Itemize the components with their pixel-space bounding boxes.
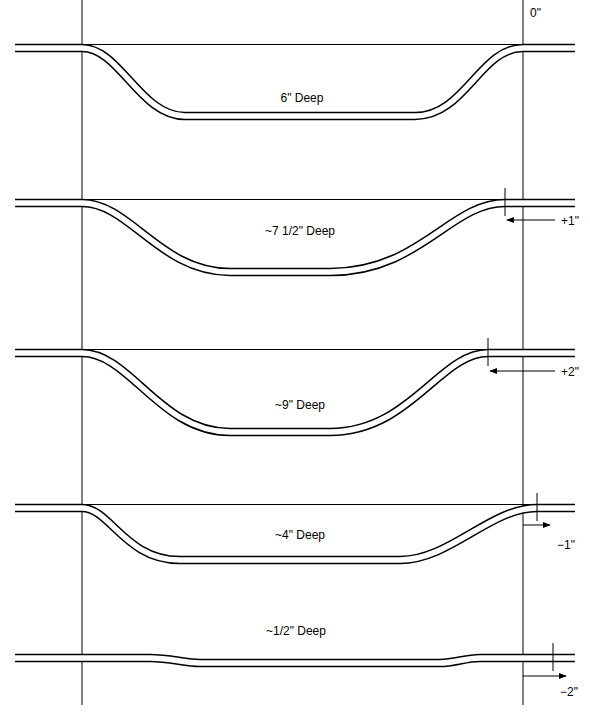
depth-label: 6" Deep (279, 91, 326, 105)
level-line (82, 44, 523, 45)
depth-label: ~1/2" Deep (264, 624, 328, 638)
tick-mark (505, 188, 506, 216)
pipe-bore (15, 658, 575, 663)
pipe-outline (15, 353, 575, 432)
tick-mark (488, 338, 489, 366)
depth-label: ~9" Deep (273, 398, 327, 412)
pipe-outline (15, 48, 575, 116)
level-line (82, 199, 505, 200)
level-line (82, 349, 488, 350)
shift-arrow (490, 371, 555, 372)
pipe-group (15, 48, 575, 663)
pipe-bore (15, 508, 575, 560)
reference-label: 0" (528, 6, 543, 20)
tick-mark (537, 493, 538, 521)
pipe-outline (15, 658, 575, 663)
pipe-bore (15, 203, 575, 272)
pipe-outline (15, 508, 575, 560)
pipe-bore (15, 353, 575, 432)
pipe-outline (15, 203, 575, 272)
shift-arrow (523, 676, 566, 677)
shift-arrow (523, 525, 550, 526)
tick-mark (553, 643, 554, 671)
level-line (82, 504, 537, 505)
offset-label: +2" (559, 365, 581, 379)
depth-label: ~7 1/2" Deep (263, 224, 337, 238)
pipe-bore (15, 48, 575, 116)
offset-label: +1" (559, 214, 581, 228)
offset-label: −1" (555, 538, 577, 552)
shift-arrow (507, 220, 555, 221)
offset-label: −2" (558, 685, 580, 699)
depth-label: ~4" Deep (273, 528, 327, 542)
